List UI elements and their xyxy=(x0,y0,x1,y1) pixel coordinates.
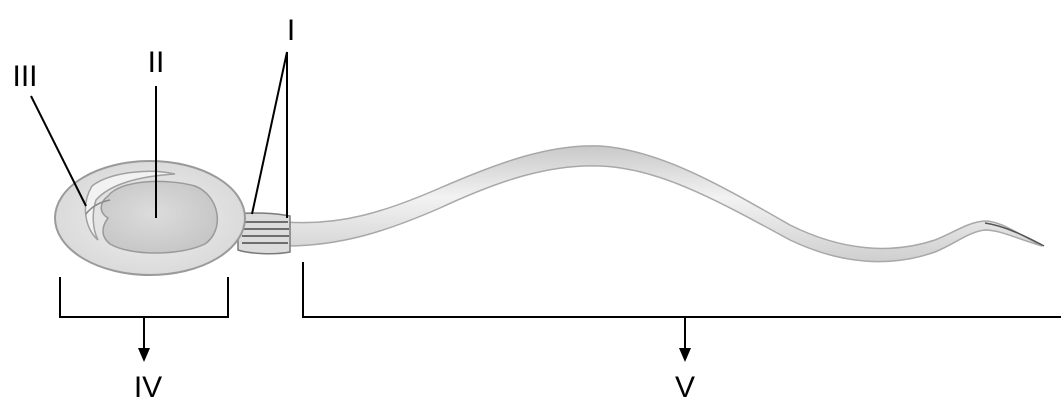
midpiece xyxy=(237,212,291,255)
bracket-IV-shape xyxy=(59,277,229,318)
acrosome-edge xyxy=(85,199,111,215)
tail-shape xyxy=(284,145,1043,263)
flagellum xyxy=(284,145,1045,263)
nucleus xyxy=(100,180,219,254)
arrow-IV-head xyxy=(138,348,150,362)
leader-line-I-a xyxy=(251,51,288,215)
bracket-IV xyxy=(59,277,229,352)
leader-lines xyxy=(30,51,288,218)
leader-line-III xyxy=(30,95,87,207)
bracket-V-shape xyxy=(302,262,1061,318)
bracket-V xyxy=(302,262,1061,352)
arrow-V-head xyxy=(679,348,691,362)
label-II: II xyxy=(148,46,165,79)
midpiece-coils xyxy=(242,221,289,244)
acrosome xyxy=(84,170,176,241)
label-IV: IV xyxy=(134,371,162,404)
tail-end-filament xyxy=(984,222,1045,247)
sperm-head xyxy=(54,160,246,276)
label-I: I xyxy=(287,14,295,47)
label-III: III xyxy=(12,60,37,93)
label-V: V xyxy=(675,371,695,404)
